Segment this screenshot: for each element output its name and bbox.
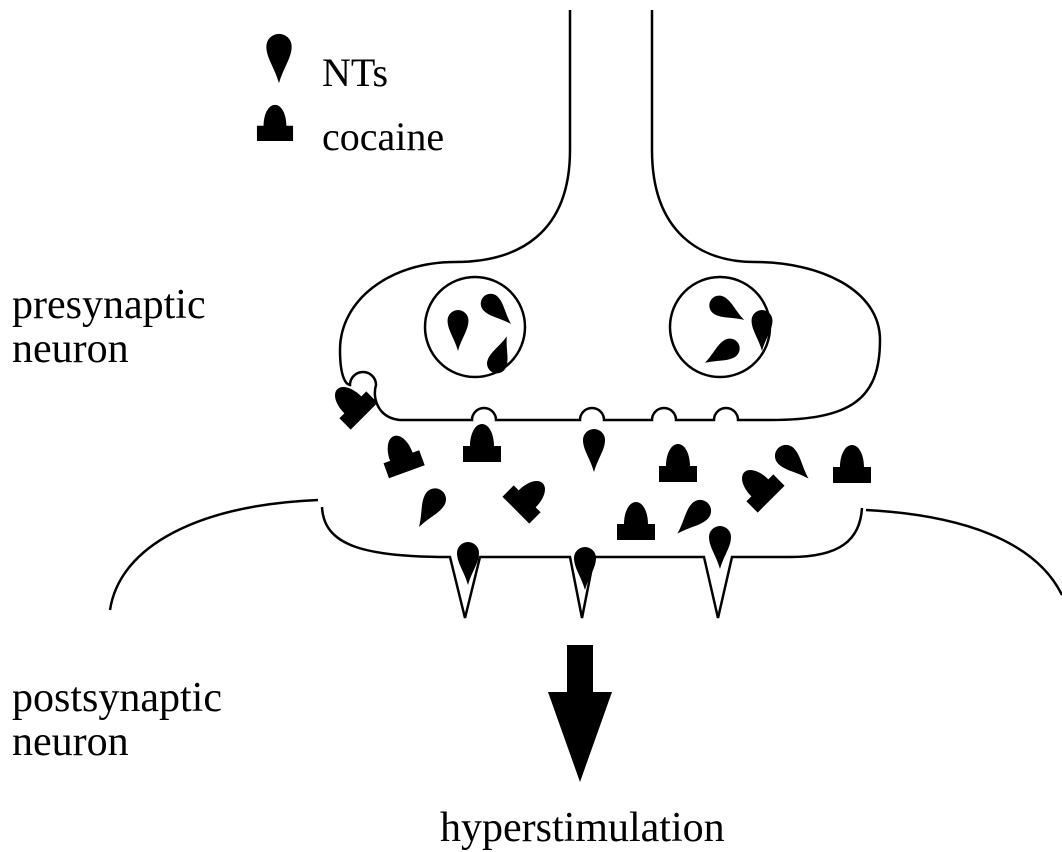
vesicle-neurotransmitter xyxy=(700,335,743,371)
cleft-neurotransmitter xyxy=(583,429,605,472)
postsynaptic-label-line2: neuron xyxy=(12,720,222,764)
cocaine-molecule xyxy=(833,445,871,483)
vesicle-neurotransmitter xyxy=(706,292,749,328)
legend-nts-label: NTs xyxy=(322,52,388,94)
neurotransmitter-drop-icon xyxy=(266,34,291,83)
vesicle-neurotransmitter xyxy=(448,310,469,351)
cleft-neurotransmitter xyxy=(670,495,716,541)
presynaptic-membrane xyxy=(340,10,880,420)
cocaine-molecule xyxy=(502,470,556,524)
presynaptic-label-line1: presynaptic xyxy=(12,283,206,327)
cleft-neurotransmitter xyxy=(409,484,450,532)
cocaine-molecule-icon xyxy=(257,105,293,141)
postsynaptic-membrane-left xyxy=(110,500,318,610)
vesicle-neurotransmitter xyxy=(477,290,518,331)
postsynaptic-label: postsynaptic neuron xyxy=(12,676,222,764)
presynaptic-label-line2: neuron xyxy=(12,327,206,371)
receptor-bound-neurotransmitter xyxy=(709,526,731,569)
vesicle-neurotransmitter xyxy=(752,310,773,351)
cocaine-molecule xyxy=(617,502,655,540)
vesicle-left xyxy=(425,277,525,377)
postsynaptic-label-line1: postsynaptic xyxy=(12,676,222,720)
postsynaptic-membrane-right xyxy=(866,510,1062,595)
presynaptic-label: presynaptic neuron xyxy=(12,283,206,371)
cocaine-molecule xyxy=(659,444,697,482)
cocaine-molecule xyxy=(463,424,501,462)
cocaine-molecule xyxy=(731,459,785,513)
hyperstimulation-label: hyperstimulation xyxy=(440,806,725,850)
receptor-bound-neurotransmitter xyxy=(574,547,596,590)
vesicle-neurotransmitter xyxy=(484,333,516,376)
down-arrow-icon xyxy=(548,645,612,782)
cocaine-molecule xyxy=(376,430,425,479)
legend-cocaine-label: cocaine xyxy=(322,116,444,158)
